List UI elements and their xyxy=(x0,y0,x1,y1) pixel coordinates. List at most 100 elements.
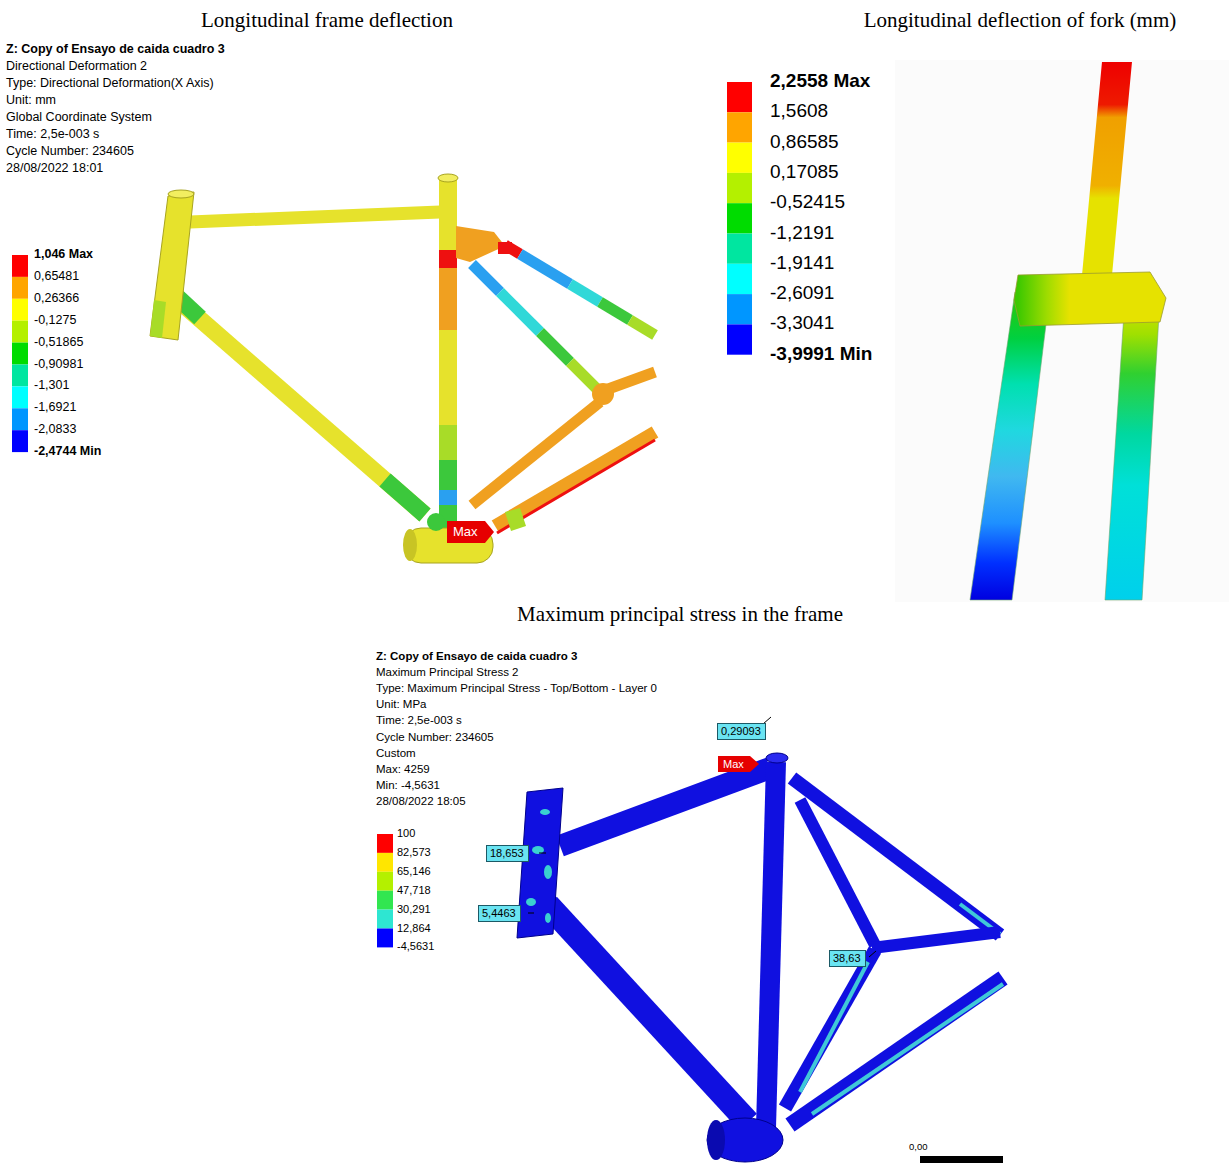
stress-patch xyxy=(545,913,551,923)
steerer-tube xyxy=(1082,62,1132,275)
colour-band xyxy=(377,853,393,872)
stress-patch xyxy=(540,809,550,815)
scale-bar xyxy=(920,1156,1003,1163)
result-info: Z: Copy of Ensayo de caida cuadro 3 xyxy=(376,650,577,664)
colour-band xyxy=(727,324,752,354)
colour-band xyxy=(377,834,393,853)
stress-patch xyxy=(544,865,552,879)
colour-scale-value: 0,65481 xyxy=(34,269,79,284)
seat-stay xyxy=(520,254,570,284)
colour-scale-value: -2,4744 Min xyxy=(34,444,101,459)
stress-streak xyxy=(812,984,1003,1114)
node-text: 5,4463 xyxy=(482,906,517,921)
seat-tube xyxy=(439,425,457,460)
colour-scale-value: 100 xyxy=(397,827,415,840)
fork-ground xyxy=(895,60,1229,602)
node-text: 18,653 xyxy=(490,846,525,861)
seat-tube xyxy=(439,330,457,425)
down-tube xyxy=(178,300,425,515)
probe-leader xyxy=(869,951,876,957)
head-tube xyxy=(517,788,563,938)
seat-tube xyxy=(439,268,457,330)
colour-scale-value: -3,3041 xyxy=(770,312,834,335)
seat-tube xyxy=(439,178,457,250)
colour-band xyxy=(727,234,752,264)
colour-band xyxy=(12,299,28,321)
colour-scale-value: 0,86585 xyxy=(770,131,839,154)
result-info: Max: 4259 xyxy=(376,763,430,777)
probe-label: 18,653 xyxy=(486,845,529,862)
colour-band xyxy=(12,255,28,277)
colour-scale-value: -3,9991 Min xyxy=(770,343,872,366)
result-info: Cycle Number: 234605 xyxy=(376,731,494,745)
chain-stay xyxy=(472,402,600,505)
down-tube xyxy=(548,905,748,1122)
fork-colour-bar xyxy=(727,82,752,355)
result-info: Custom xyxy=(376,747,416,761)
colour-scale-value: -0,51865 xyxy=(34,335,83,350)
result-info: Type: Maximum Principal Stress - Top/Bot… xyxy=(376,682,657,696)
seat-stay xyxy=(472,264,500,292)
colour-band xyxy=(727,264,752,294)
seat-tube xyxy=(439,490,457,505)
down-tube-patch xyxy=(385,480,425,515)
colour-band xyxy=(12,343,28,365)
seat-tube xyxy=(766,762,776,1128)
result-info: Min: -4,5631 xyxy=(376,779,440,793)
colour-band xyxy=(727,143,752,173)
result-info: Global Coordinate System xyxy=(6,110,152,125)
colour-band xyxy=(727,203,752,233)
colour-scale-value: -0,52415 xyxy=(770,191,845,214)
colour-scale-value: -0,90981 xyxy=(34,357,83,372)
result-info: Type: Directional Deformation(X Axis) xyxy=(6,76,214,91)
result-info: Cycle Number: 234605 xyxy=(6,144,134,159)
colour-scale-value: 2,2558 Max xyxy=(770,70,870,93)
bottom-bracket-end xyxy=(403,529,417,561)
tube-junction xyxy=(427,513,445,531)
colour-scale-value: 0,26366 xyxy=(34,291,79,306)
probe-label: 5,4463 xyxy=(478,905,521,922)
colour-scale-value: -1,2191 xyxy=(770,222,834,245)
result-info: Directional Deformation 2 xyxy=(6,59,147,74)
head-tube xyxy=(150,192,194,340)
result-info: Unit: mm xyxy=(6,93,56,108)
stay-brace xyxy=(872,932,1000,948)
seat-stay xyxy=(540,332,570,362)
stress-colour-bar xyxy=(377,834,393,947)
bottom-bracket xyxy=(707,1118,783,1162)
seat-tube xyxy=(439,250,457,268)
chain-stay xyxy=(790,978,1003,1125)
stress-spot xyxy=(498,242,512,254)
node-text: 38,63 xyxy=(833,951,862,966)
node-text: Max xyxy=(723,756,745,772)
colour-band xyxy=(12,277,28,299)
fork-leg xyxy=(970,292,1050,600)
colour-band xyxy=(377,872,393,891)
max-marker: Max xyxy=(447,521,485,543)
result-info: 28/08/2022 18:05 xyxy=(376,795,466,809)
colour-scale-value: -0,1275 xyxy=(34,313,76,328)
node-text: Max xyxy=(453,521,479,543)
seat-tube-end xyxy=(438,174,458,182)
result-info: Time: 2,5e-003 s xyxy=(6,127,99,142)
seat-stay xyxy=(570,284,600,302)
colour-scale-value: 47,718 xyxy=(397,884,431,897)
result-info: Maximum Principal Stress 2 xyxy=(376,666,519,680)
colour-band xyxy=(727,294,752,324)
frame-colour-bar xyxy=(12,255,28,452)
colour-scale-value: 82,573 xyxy=(397,846,431,859)
stress-patch xyxy=(526,898,536,906)
probe-leader xyxy=(539,853,546,854)
colour-band xyxy=(727,82,752,112)
colour-band xyxy=(727,173,752,203)
colour-scale-value: -4,5631 xyxy=(397,940,434,953)
colour-band xyxy=(12,321,28,343)
colour-band xyxy=(12,408,28,430)
colour-band xyxy=(377,929,393,948)
top-tube xyxy=(190,212,440,222)
probe-label: 0,29093 xyxy=(717,723,766,740)
colour-band xyxy=(377,910,393,929)
panel-heading: Longitudinal frame deflection xyxy=(201,8,453,33)
seat-stay xyxy=(630,320,655,335)
chain-stay-edge xyxy=(497,440,655,533)
